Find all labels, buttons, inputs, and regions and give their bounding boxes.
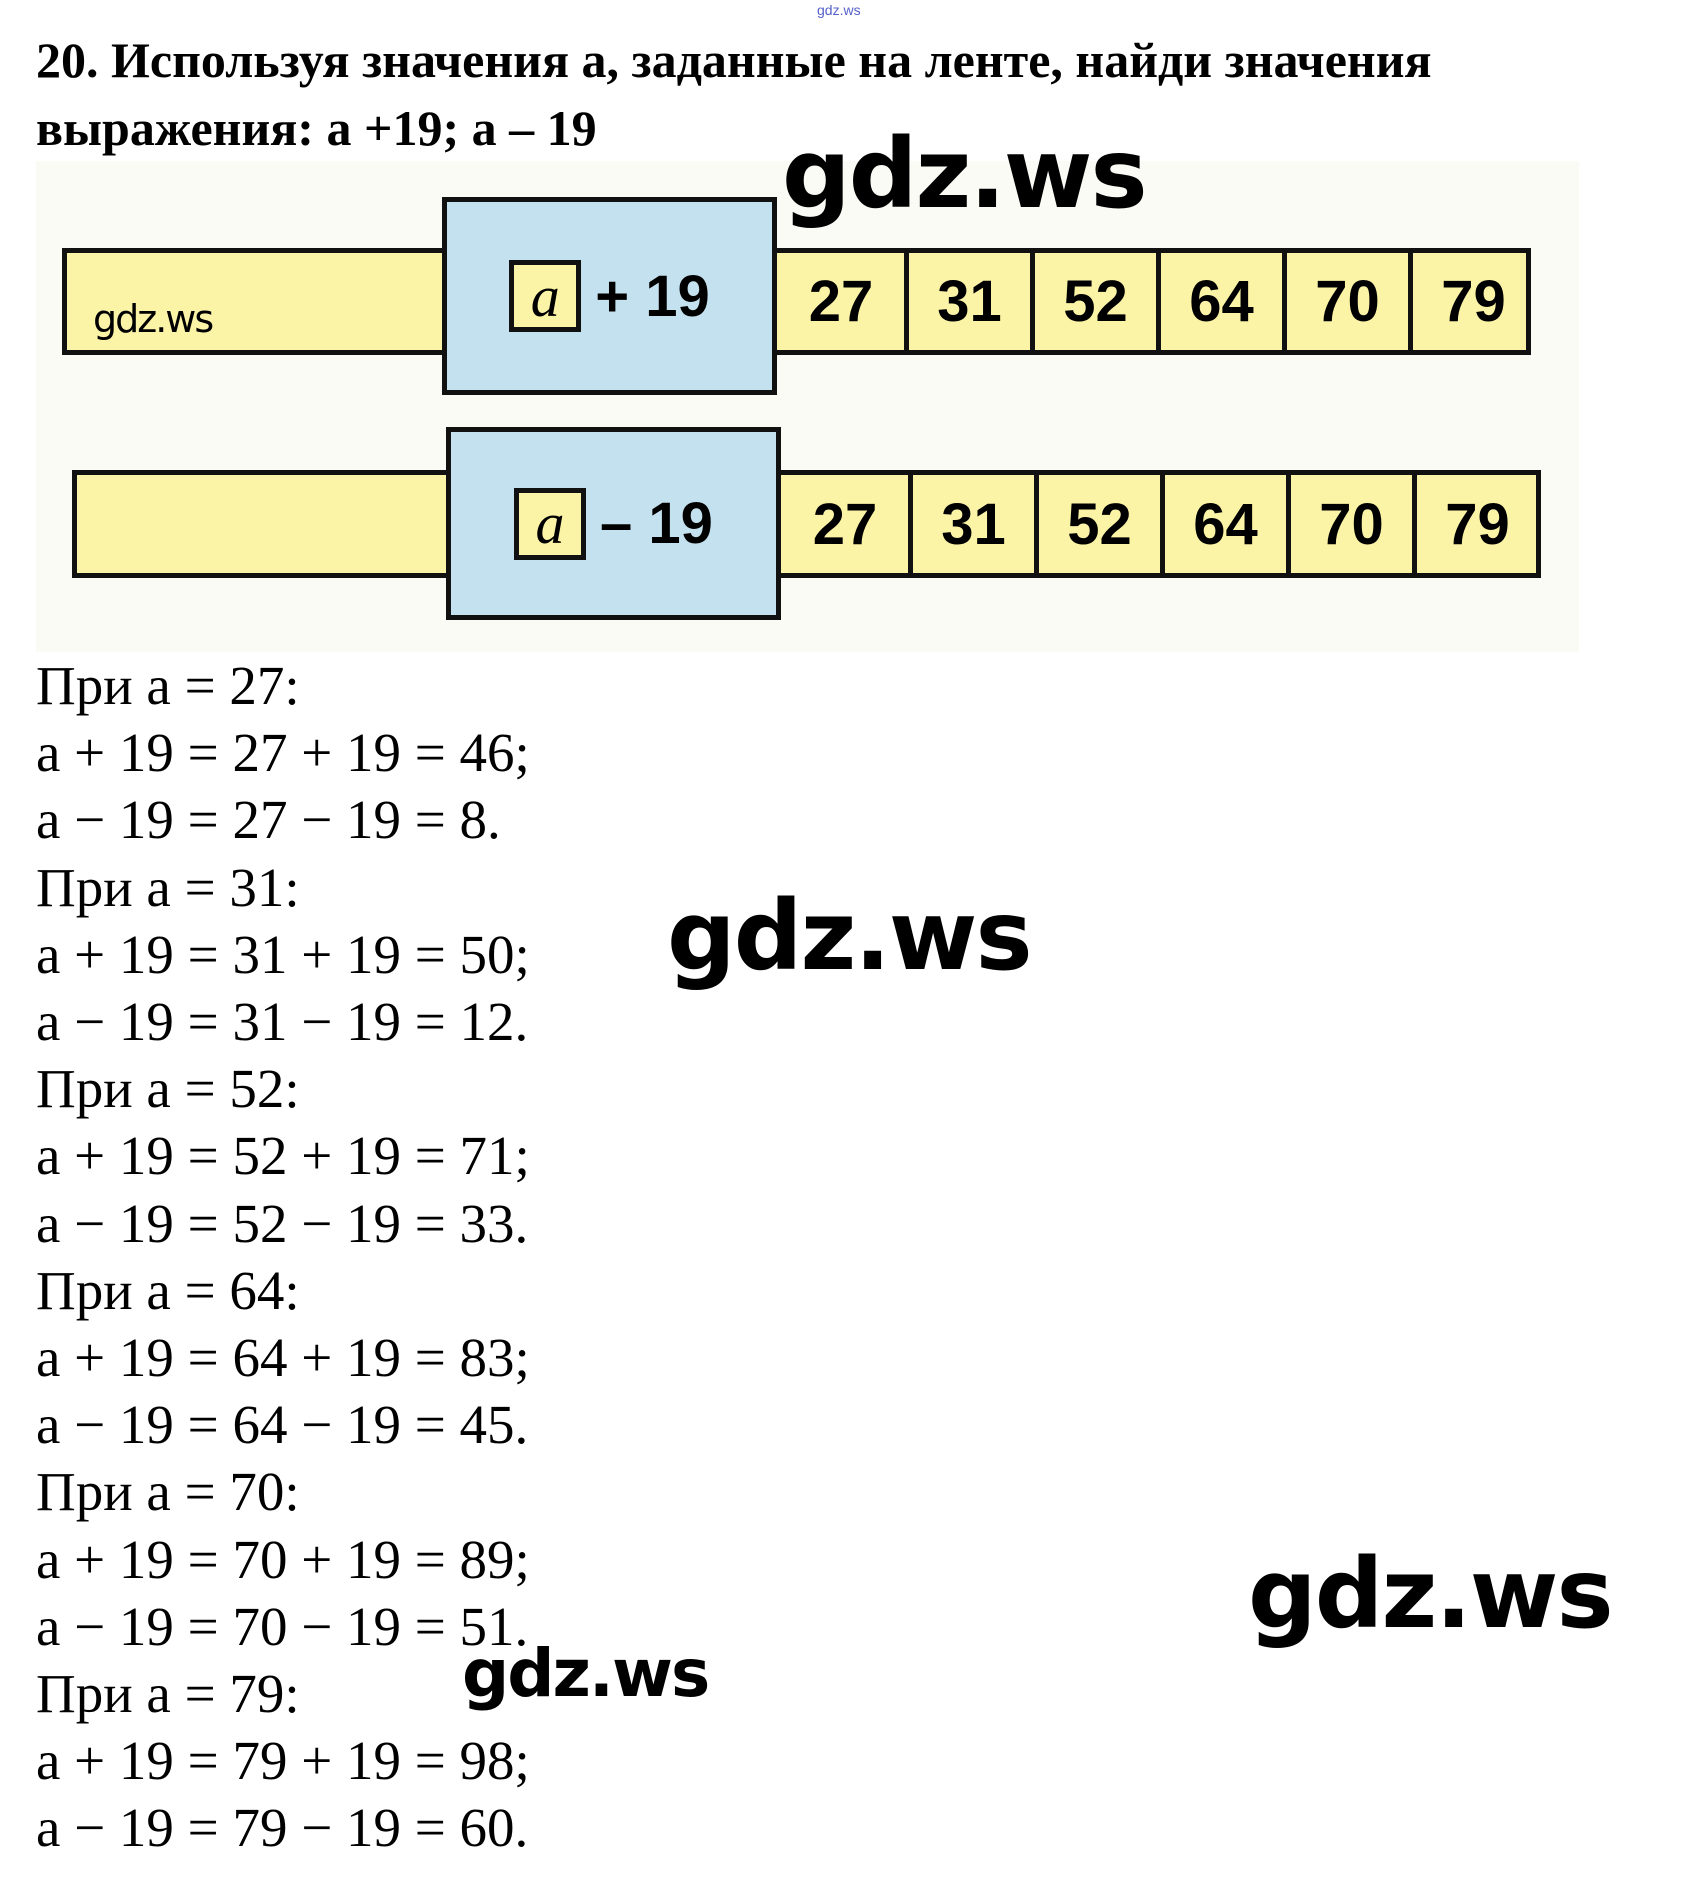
tape-value: 27 bbox=[808, 269, 874, 334]
solution-line: а + 19 = 52 + 19 = 71; bbox=[36, 1125, 530, 1187]
watermark: gdz.ws bbox=[782, 118, 1148, 230]
task-title-line2: выражения: а +19; а – 19 bbox=[36, 100, 597, 156]
expression-operator: – 19 bbox=[600, 491, 713, 556]
expression-box-plus: a + 19 bbox=[442, 197, 777, 395]
solution-line: а − 19 = 64 − 19 = 45. bbox=[36, 1394, 529, 1456]
solution-line: а + 19 = 79 + 19 = 98; bbox=[36, 1730, 530, 1792]
tape-value: 27 bbox=[812, 491, 878, 557]
solution-line: а − 19 = 70 − 19 = 51. bbox=[36, 1595, 529, 1657]
solution-line: При а = 70: bbox=[36, 1461, 300, 1523]
solution-line: а + 19 = 31 + 19 = 50; bbox=[36, 923, 530, 985]
watermark: gdz.ws bbox=[667, 880, 1033, 992]
variable-box: a bbox=[509, 260, 582, 332]
solution: При а = 27: а + 19 = 27 + 19 = 46; а − 1… bbox=[36, 652, 530, 1862]
tape-value: 70 bbox=[1282, 253, 1408, 350]
solution-line: а − 19 = 27 − 19 = 8. bbox=[36, 789, 501, 851]
tape-value: 79 bbox=[1412, 475, 1538, 573]
solution-line: а + 19 = 27 + 19 = 46; bbox=[36, 722, 530, 784]
tape-value: 52 bbox=[1034, 475, 1160, 573]
tape-minus-values: 27 31 52 64 70 79 bbox=[782, 475, 1538, 573]
solution-line: а − 19 = 52 − 19 = 33. bbox=[36, 1192, 529, 1254]
solution-line: а − 19 = 79 − 19 = 60. bbox=[36, 1797, 529, 1859]
solution-line: При а = 64: bbox=[36, 1259, 300, 1321]
solution-line: При а = 31: bbox=[36, 856, 300, 918]
tape-value: 64 bbox=[1160, 475, 1286, 573]
solution-line: а + 19 = 70 + 19 = 89; bbox=[36, 1528, 530, 1590]
tape-value: 31 bbox=[908, 475, 1034, 573]
tape-value: 52 bbox=[1030, 253, 1156, 350]
expression-box-minus: a – 19 bbox=[446, 427, 781, 620]
tape-value: 31 bbox=[904, 253, 1030, 350]
solution-line: а + 19 = 64 + 19 = 83; bbox=[36, 1327, 530, 1389]
task-title: 20. Используя значения а, заданные на ле… bbox=[36, 26, 1676, 162]
watermark: gdz.ws bbox=[93, 297, 214, 341]
solution-line: При а = 79: bbox=[36, 1663, 300, 1725]
tape-value: 70 bbox=[1286, 475, 1412, 573]
tape-value: 79 bbox=[1408, 253, 1534, 350]
expression-operator: + 19 bbox=[595, 263, 710, 329]
variable-box: a bbox=[514, 487, 587, 560]
task-title-line1: 20. Используя значения а, заданные на ле… bbox=[36, 32, 1432, 88]
watermark: gdz.ws bbox=[462, 1635, 710, 1712]
watermark: gdz.ws bbox=[1248, 1538, 1614, 1650]
tape-minus-strip bbox=[72, 470, 1541, 578]
watermark-top: gdz.ws bbox=[817, 2, 861, 18]
solution-line: При а = 52: bbox=[36, 1058, 300, 1120]
solution-line: а − 19 = 31 − 19 = 12. bbox=[36, 991, 529, 1053]
solution-line: При а = 27: bbox=[36, 655, 300, 716]
tape-value: 64 bbox=[1156, 253, 1282, 350]
tape-figure: 27 31 52 64 70 79 a + 19 27 31 52 64 70 … bbox=[36, 161, 1579, 652]
tape-plus-values: 27 31 52 64 70 79 bbox=[778, 253, 1534, 350]
